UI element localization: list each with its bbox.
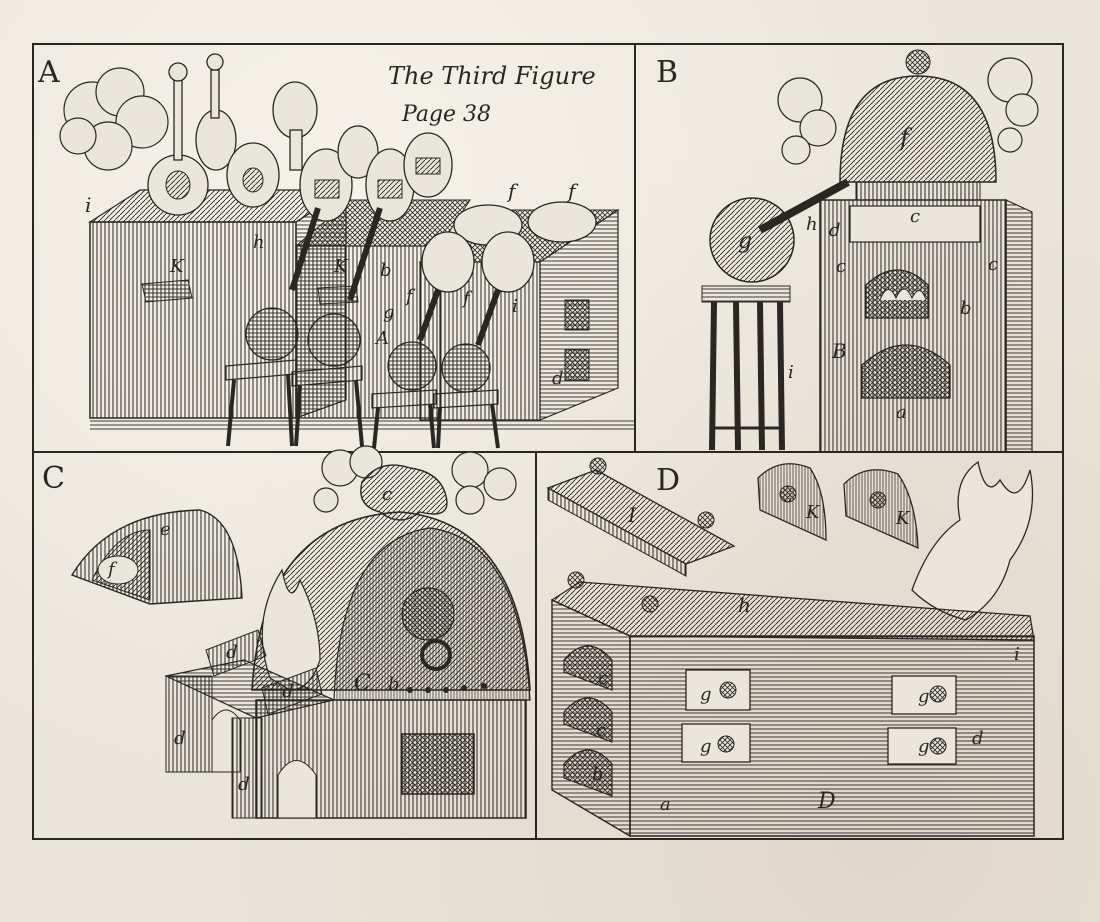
label-a-d: a — [660, 794, 671, 815]
panel-label-b: B — [656, 55, 678, 90]
label-b-c: b — [388, 674, 400, 695]
panel-label-d: D — [656, 463, 680, 498]
label-c-b1: c — [910, 206, 920, 227]
label-h: h — [253, 232, 265, 253]
label-g: g — [383, 302, 395, 323]
label-b-b: b — [960, 298, 972, 319]
label-f3: f — [506, 179, 519, 203]
label-i2: i — [512, 296, 518, 317]
label-d: d — [552, 368, 564, 389]
label-d-b: d — [829, 220, 841, 241]
label-g-d4: g — [918, 736, 930, 757]
panel-b-illustration: f g h d c c c b B i a — [701, 49, 1039, 453]
label-c-b3: c — [988, 254, 998, 275]
smoke-a — [59, 67, 169, 171]
label-b-capital: B — [831, 339, 847, 363]
label-d-c4: d — [238, 774, 250, 795]
label-h-d: h — [738, 593, 751, 617]
label-c-d2: c — [596, 720, 606, 741]
panel-label-a: A — [37, 55, 60, 90]
label-g-d1: g — [700, 684, 712, 705]
label-i-b: i — [788, 362, 794, 383]
label-g-flask: g — [738, 229, 752, 254]
label-i-plank: I — [627, 503, 637, 527]
panel-a-illustration: i K h K b g A f f f f i d — [59, 53, 635, 449]
label-k-d2: K — [895, 508, 911, 529]
label-d-c1: d — [226, 642, 238, 663]
label-b: b — [380, 260, 392, 281]
label-d-capital: D — [817, 789, 836, 814]
label-c-b2: c — [836, 256, 846, 277]
label-c-capital: C — [354, 671, 371, 696]
label-k-d1: K — [805, 502, 821, 523]
label-a-letter: A — [374, 328, 389, 349]
label-g-d2: g — [700, 736, 712, 757]
label-k: K — [169, 256, 185, 277]
label-i-d: i — [1014, 644, 1020, 665]
label-d-c2: d — [282, 681, 294, 702]
panel-c-illustration: e f c — [70, 445, 531, 819]
label-g-d3: g — [918, 686, 930, 707]
label-h-b: h — [806, 214, 818, 235]
figure-page-ref: Page 38 — [401, 102, 491, 127]
label-e: e — [160, 519, 171, 540]
panel-label-c: C — [42, 461, 65, 496]
label-d-c3: d — [174, 728, 186, 749]
figure-title: The Third Figure — [388, 62, 596, 90]
label-c-d1: c — [598, 668, 608, 689]
label-c-top: c — [382, 484, 392, 505]
label-d-d: d — [972, 728, 984, 749]
label-b-d: b — [592, 764, 604, 785]
label-i: i — [85, 193, 91, 217]
label-f4: f — [566, 179, 579, 203]
label-a-b: a — [896, 402, 907, 423]
panel-d-illustration: I K K — [546, 457, 1035, 838]
label-k2: K — [333, 256, 349, 277]
